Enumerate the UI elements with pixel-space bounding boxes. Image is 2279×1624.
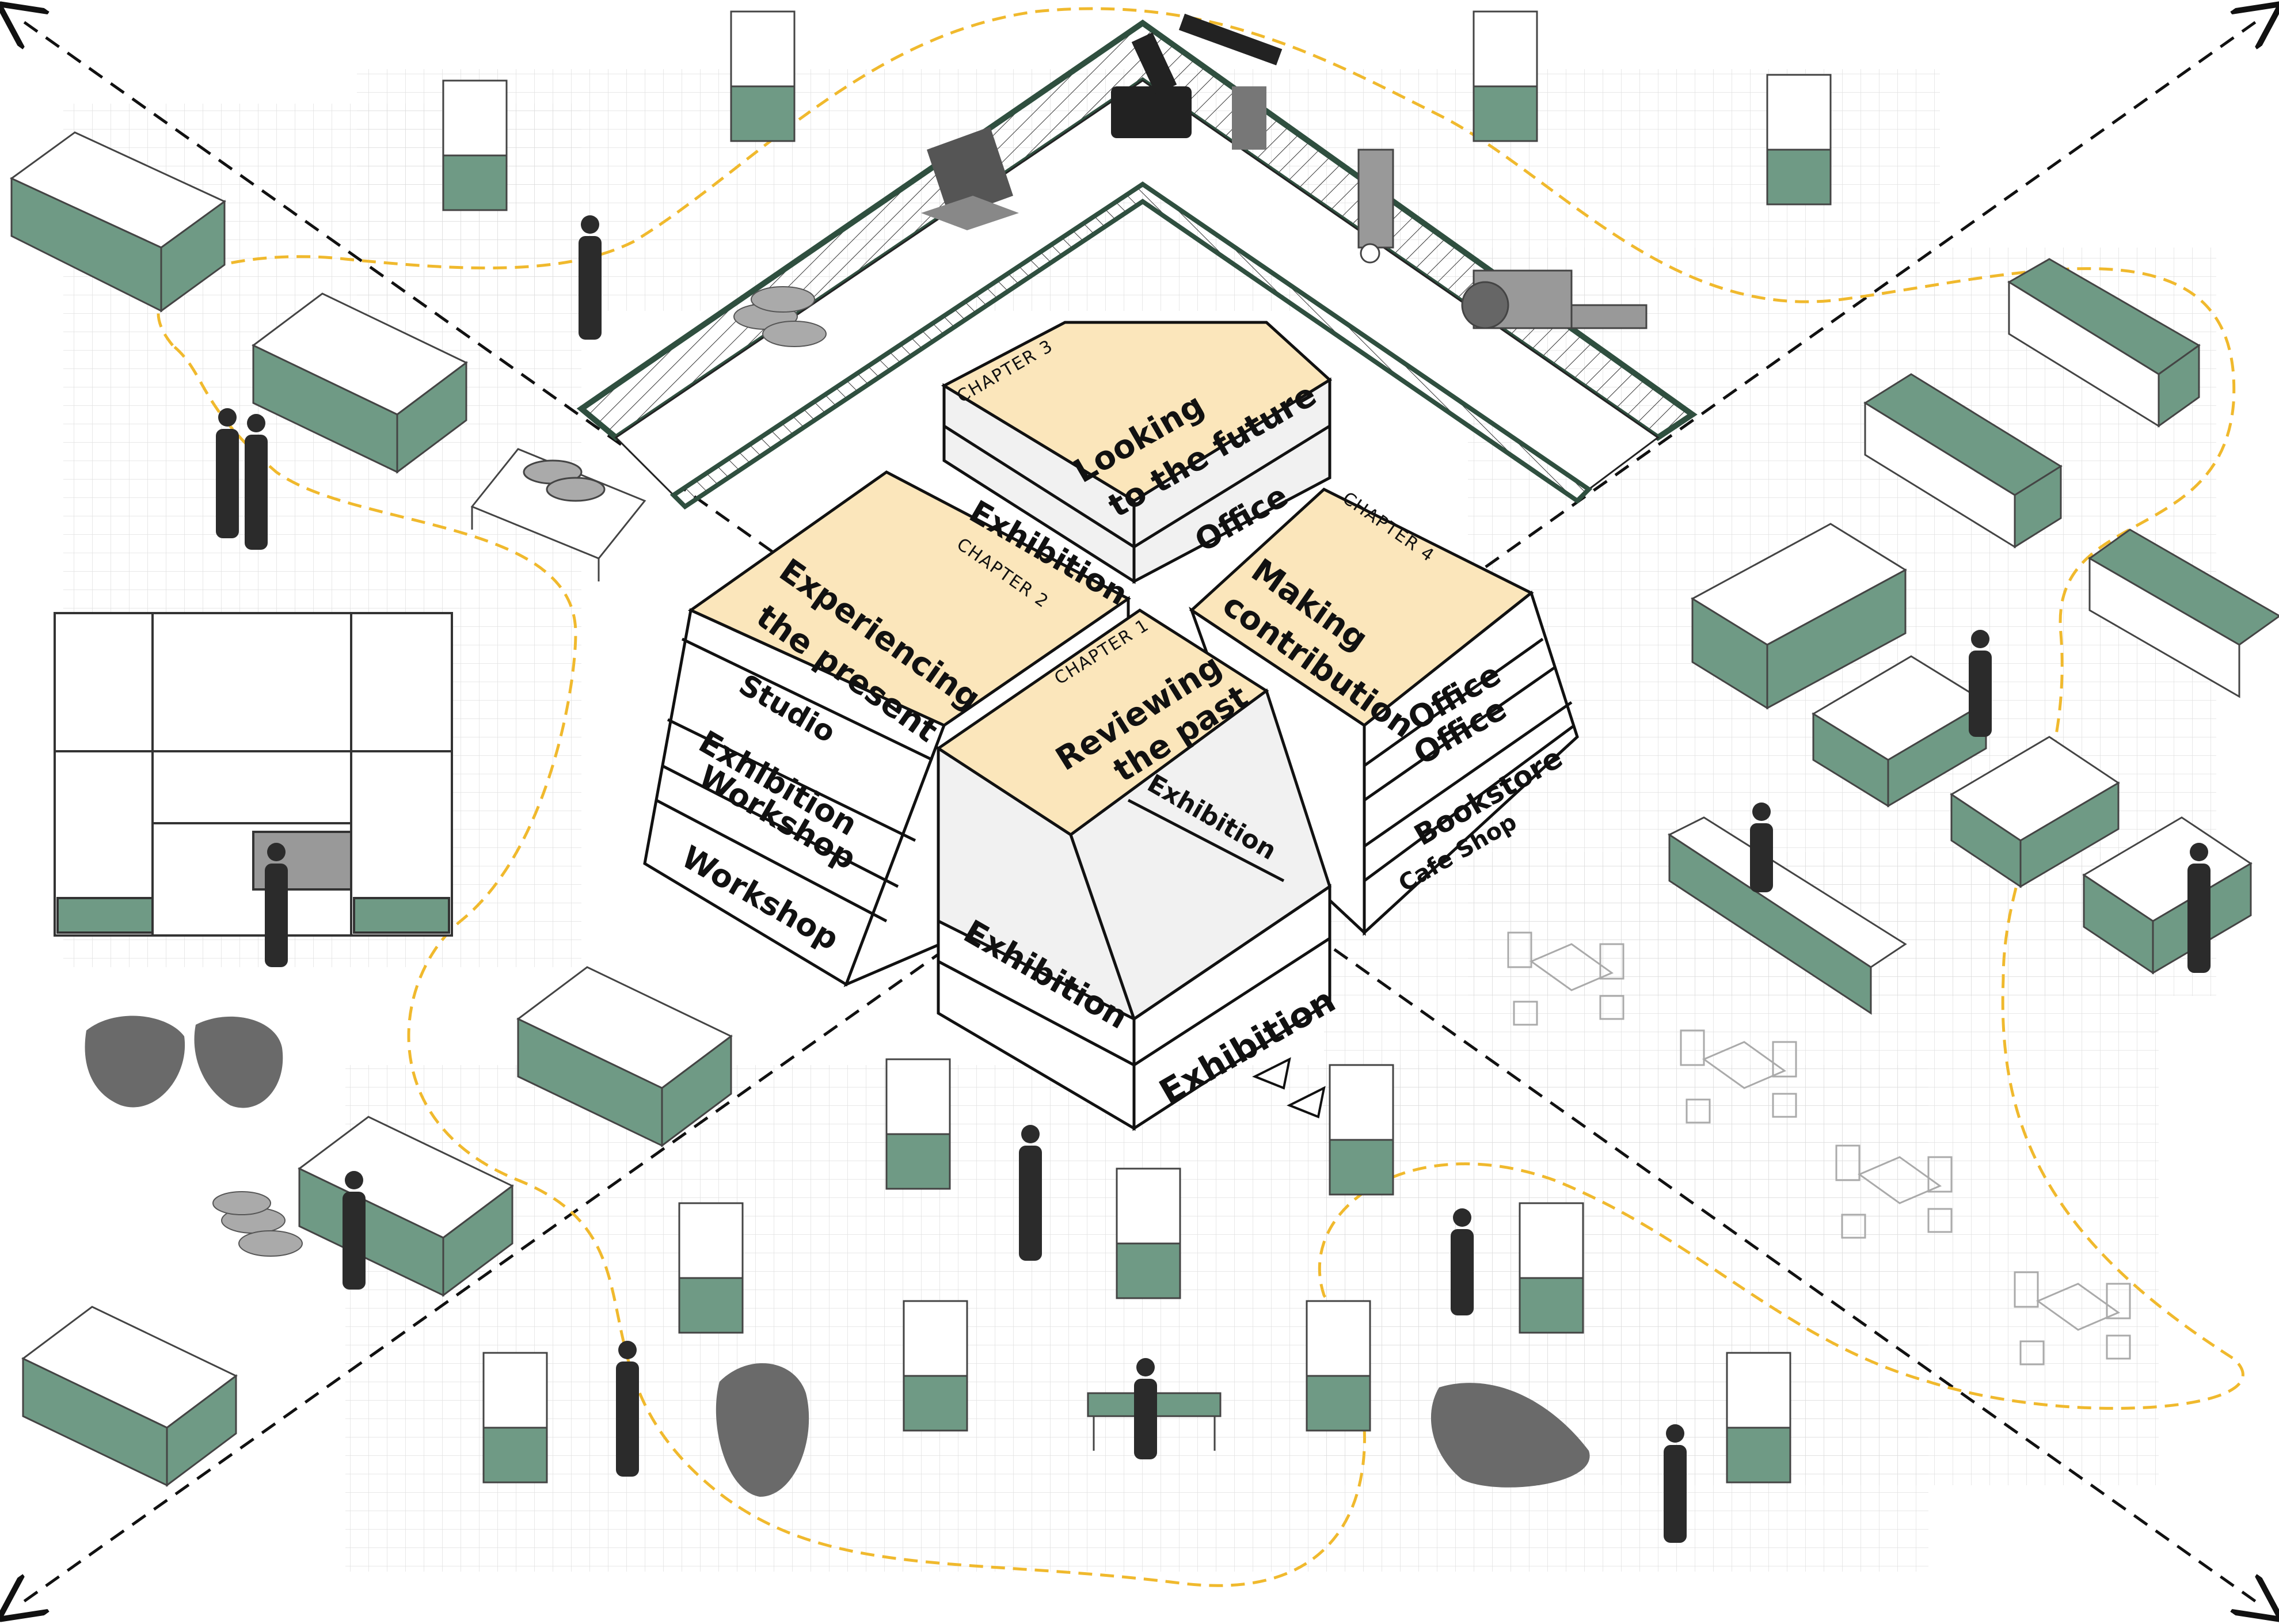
display-case-icon xyxy=(1474,12,1537,141)
display-case-icon xyxy=(904,1301,967,1431)
display-case-icon xyxy=(679,1203,743,1333)
log-pile-icon xyxy=(213,1192,302,1256)
display-case-icon xyxy=(731,12,794,141)
workbench-icon xyxy=(23,1307,236,1485)
display-case-icon xyxy=(887,1059,950,1189)
display-case-icon xyxy=(1767,75,1831,204)
display-case-icon xyxy=(1520,1203,1583,1333)
display-case-icon xyxy=(1307,1301,1370,1431)
workshop-wall xyxy=(55,613,452,935)
display-case-icon xyxy=(1727,1353,1790,1482)
stump-icon xyxy=(1232,86,1266,150)
sculpture-icon xyxy=(195,1017,283,1108)
display-case-icon xyxy=(443,81,507,210)
display-case-icon xyxy=(1330,1065,1393,1195)
display-case-icon xyxy=(484,1353,547,1482)
sculpture-icon xyxy=(85,1016,185,1108)
display-case-icon xyxy=(1117,1169,1180,1298)
person-icon xyxy=(1750,803,1773,892)
